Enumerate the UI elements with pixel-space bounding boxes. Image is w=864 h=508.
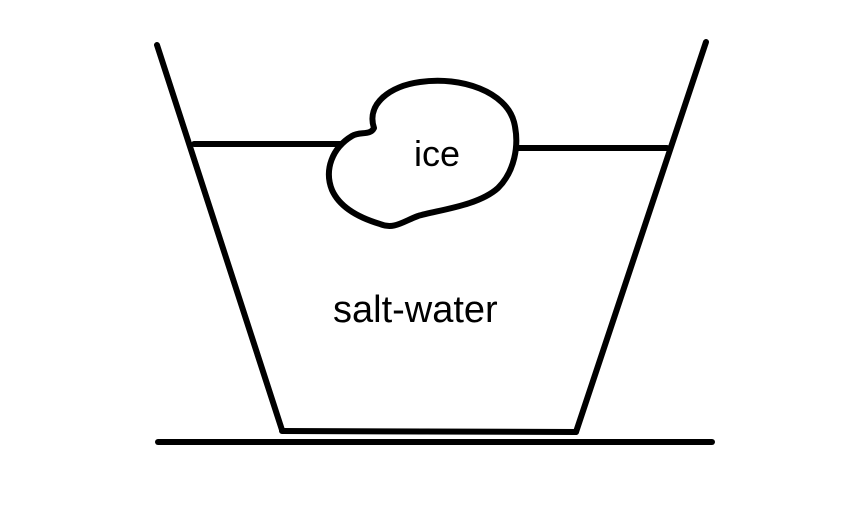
ice-chunk xyxy=(325,77,520,229)
container-bottom xyxy=(279,428,579,435)
ice-label: ice xyxy=(414,133,461,174)
container-right-wall xyxy=(573,39,709,435)
container-left-wall xyxy=(154,42,285,433)
salt-water-label: salt-water xyxy=(333,289,498,331)
